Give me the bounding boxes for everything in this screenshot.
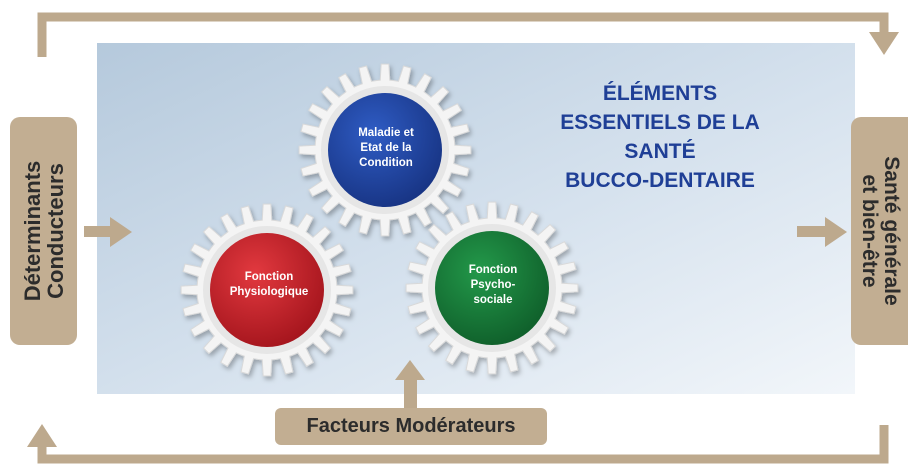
right-output-arrow (797, 217, 847, 247)
title-line2: ESSENTIELS DE LA (560, 111, 760, 134)
gear-right-core (435, 231, 549, 345)
gear-top-line2: Etat de la (360, 142, 412, 154)
gear-left-line1: Fonction (244, 271, 294, 283)
left-input-arrow (84, 217, 132, 247)
title-line1: ÉLÉMENTS (602, 82, 718, 105)
gear-left (180, 203, 354, 377)
gear-right (405, 201, 579, 375)
gear-right-line2: Psycho- (470, 279, 516, 291)
gear-top-core (328, 93, 442, 207)
gear-top-line3: Condition (359, 157, 413, 169)
gear-top (298, 63, 472, 237)
gear-right-line3: sociale (473, 294, 513, 306)
moderators-box: Facteurs Modérateurs (275, 408, 547, 445)
title-line3: SANTÉ (624, 140, 696, 163)
bottom-loop-arrow (27, 424, 889, 464)
gear-right-label: Fonction Psycho- sociale (443, 263, 543, 308)
moderators-label: Facteurs Modérateurs (306, 415, 516, 437)
health-label-line1: Santé générale (879, 156, 903, 306)
gear-top-line1: Maladie et (358, 127, 414, 139)
gear-top-label: Maladie et Etat de la Condition (336, 126, 436, 171)
diagram-title: ÉLÉMENTS ESSENTIELS DE LA SANTÉ BUCCO-DE… (515, 79, 805, 195)
health-wellbeing-box: Santé générale et bien-être (851, 117, 908, 345)
moderators-up-arrow (395, 360, 425, 409)
top-loop-arrow (37, 12, 899, 57)
drivers-label-line1: Déterminants (19, 160, 45, 302)
gear-right-line1: Fonction (468, 264, 518, 276)
drivers-label-line2: Conducteurs (42, 163, 68, 299)
title-line4: BUCCO-DENTAIRE (565, 169, 755, 192)
drivers-box: Déterminants Conducteurs (10, 117, 77, 345)
gear-left-core (210, 233, 324, 347)
gear-left-label: Fonction Physiologique (219, 270, 319, 300)
gear-left-line2: Physiologique (229, 286, 309, 298)
health-label-line2: et bien-être (857, 174, 881, 288)
